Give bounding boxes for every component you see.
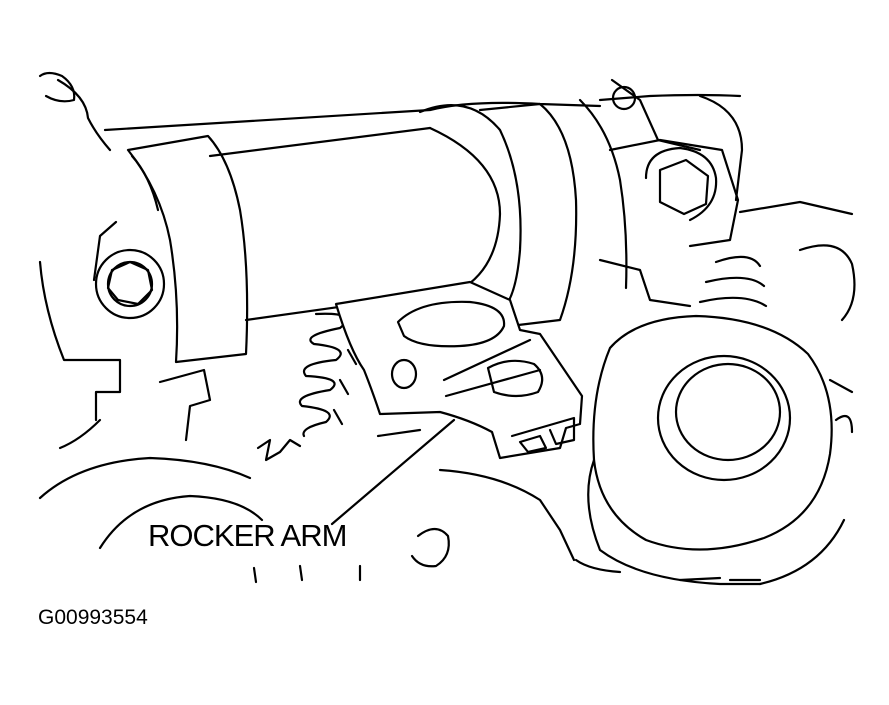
left-panel-edge: [92, 220, 118, 282]
rocker-arm-pivot-hole: [390, 358, 418, 390]
rocker-arm-pad: [486, 359, 544, 398]
broken-edge: [256, 438, 302, 462]
camshaft-lobe: [418, 104, 522, 314]
right-cap: [578, 98, 628, 290]
rocker-arm-ridge: [442, 338, 542, 398]
bearing-cap-left-inner: [130, 154, 160, 212]
bearing-cap-left: [126, 134, 249, 364]
lower-right-edge: [574, 558, 622, 574]
top-left-fitting: [38, 71, 76, 103]
top-left-boss: [56, 78, 112, 152]
tappet-lower-arc: [758, 518, 846, 586]
valve-spring: [298, 312, 348, 438]
lower-left-pulley: [38, 456, 252, 500]
tappet-inner-ring: [656, 354, 792, 482]
tappet-outer: [592, 314, 833, 551]
rocker-arm-slot: [396, 300, 506, 348]
right-top-pillar: [698, 94, 744, 202]
right-edge: [738, 200, 854, 216]
right-coil: [698, 255, 768, 308]
callout-leader: [330, 418, 456, 526]
right-edge-lower: [828, 378, 854, 434]
figure-id: G00993554: [38, 606, 148, 629]
head-top-edge-right: [598, 93, 742, 102]
lower-left-arc: [98, 494, 264, 550]
camshaft-journal: [478, 102, 578, 328]
right-bolt-hex: [658, 158, 710, 216]
right-round-cap: [798, 244, 856, 322]
bolt-left-hex: [106, 260, 154, 306]
right-housing: [608, 138, 740, 248]
rocker-arm-tip-detail: [518, 434, 548, 454]
right-lower-block: [598, 258, 692, 308]
callout-leader-tick: [376, 428, 422, 438]
right-bolt-head: [644, 146, 718, 222]
rocker-arm-outline: [334, 280, 584, 460]
rocker-arm-tip: [510, 416, 576, 446]
bottom-ticks: [252, 564, 762, 584]
left-block-step: [158, 368, 212, 442]
camshaft-end: [428, 126, 502, 292]
right-small-hole: [611, 85, 637, 111]
tappet-side: [587, 458, 762, 586]
camshaft-top: [208, 126, 432, 158]
bolt-left-outer: [94, 248, 166, 320]
left-block-edge: [38, 260, 122, 422]
right-cap-outer: [610, 78, 702, 152]
tappet-bore: [674, 362, 782, 462]
left-block-lower: [58, 418, 102, 450]
head-top-edge: [103, 101, 602, 132]
rocker-arm-label: ROCKER ARM: [148, 518, 347, 553]
lower-small-ring: [410, 527, 450, 568]
lower-plate: [438, 468, 576, 562]
